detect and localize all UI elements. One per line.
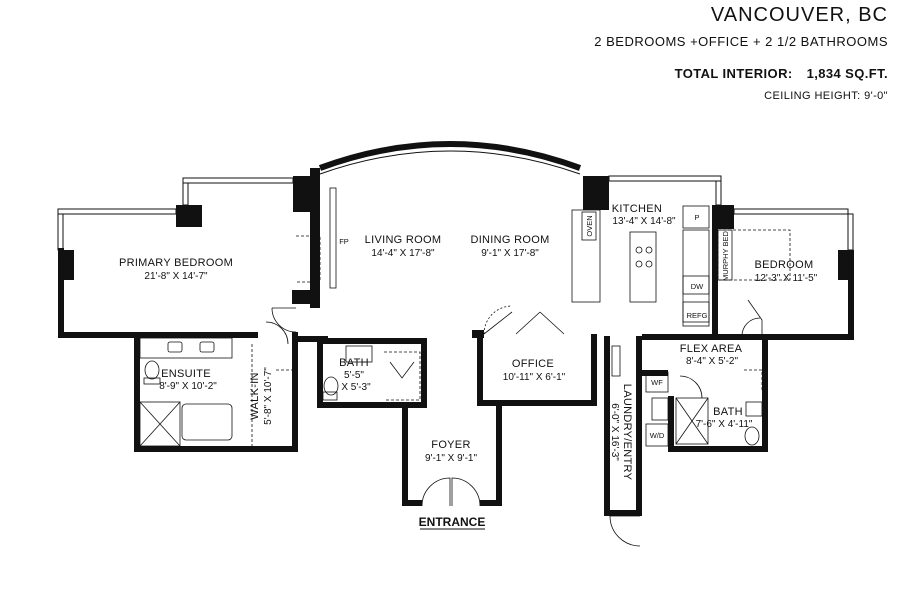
walk-in-dims: 5'-8" X 10'-7": [263, 367, 274, 425]
refrigerator-label: REFG: [687, 311, 708, 320]
bedroom-name: BEDROOM: [755, 259, 814, 271]
fixture-labels: FP OVEN P DW REFG MURPHY BED WF W/D: [339, 213, 730, 440]
fireplace-label: FP: [339, 237, 349, 246]
unit-configuration: 2 BEDROOMS +OFFICE + 2 1/2 BATHROOMS: [594, 34, 888, 49]
bedroom-dims: 12'-3" X 11'-5": [755, 273, 818, 284]
windows: [57, 141, 854, 251]
dining-room-dims: 9'-1" X 17'-8": [481, 248, 539, 259]
murphy-bed-label: MURPHY BED: [721, 230, 730, 280]
living-room-dims: 14'-4" X 17'-8": [371, 248, 435, 259]
bath-1-name: BATH: [339, 357, 369, 369]
dishwasher-label: DW: [691, 282, 704, 291]
ensuite-name: ENSUITE: [161, 368, 211, 380]
kitchen-name: KITCHEN: [612, 203, 662, 215]
bath-1-height: X 5'-3": [341, 382, 371, 393]
total-interior-value: 1,834 SQ.FT.: [806, 66, 888, 81]
walk-in-name: WALK-IN: [249, 372, 261, 420]
dining-room-name: DINING ROOM: [470, 234, 549, 246]
water-filter-label: WF: [651, 378, 663, 387]
ensuite-dims: 8'-9" X 10'-2": [159, 381, 217, 392]
flex-area-dims: 8'-4" X 5'-2": [686, 356, 739, 367]
primary-bedroom-dims: 21'-8" X 14'-7": [144, 271, 208, 282]
entrance-label: ENTRANCE: [419, 515, 486, 529]
bath-2-name: BATH: [713, 406, 743, 418]
primary-bedroom-name: PRIMARY BEDROOM: [119, 257, 233, 269]
kitchen-dims: 13'-4" X 14'-8": [612, 216, 676, 227]
foyer-name: FOYER: [431, 439, 470, 451]
doors-and-fixtures: [139, 187, 791, 547]
total-interior-label: TOTAL INTERIOR:: [674, 66, 793, 81]
office-dims: 10'-11" X 6'-1": [503, 372, 566, 383]
laundry-dims: 6'-0" X 16'-3": [609, 403, 620, 461]
washer-dryer-label: W/D: [650, 431, 665, 440]
laundry-name: LAUNDRY/ENTRY: [621, 384, 633, 481]
walls: [58, 168, 854, 516]
room-labels: PRIMARY BEDROOM 21'-8" X 14'-7" LIVING R…: [119, 203, 818, 481]
bath-2-dims: 7'-6" X 4'-11": [696, 419, 753, 430]
pantry-label: P: [694, 213, 699, 222]
total-interior: TOTAL INTERIOR: 1,834 SQ.FT.: [675, 66, 888, 81]
oven-label: OVEN: [585, 215, 594, 236]
flex-area-name: FLEX AREA: [680, 343, 743, 355]
office-name: OFFICE: [512, 358, 554, 370]
bath-1-width: 5'-5": [344, 370, 364, 381]
ceiling-height: CEILING HEIGHT: 9'-0": [764, 90, 888, 102]
city-title: VANCOUVER, BC: [710, 4, 888, 26]
living-room-name: LIVING ROOM: [365, 234, 442, 246]
foyer-dims: 9'-1" X 9'-1": [425, 453, 478, 464]
